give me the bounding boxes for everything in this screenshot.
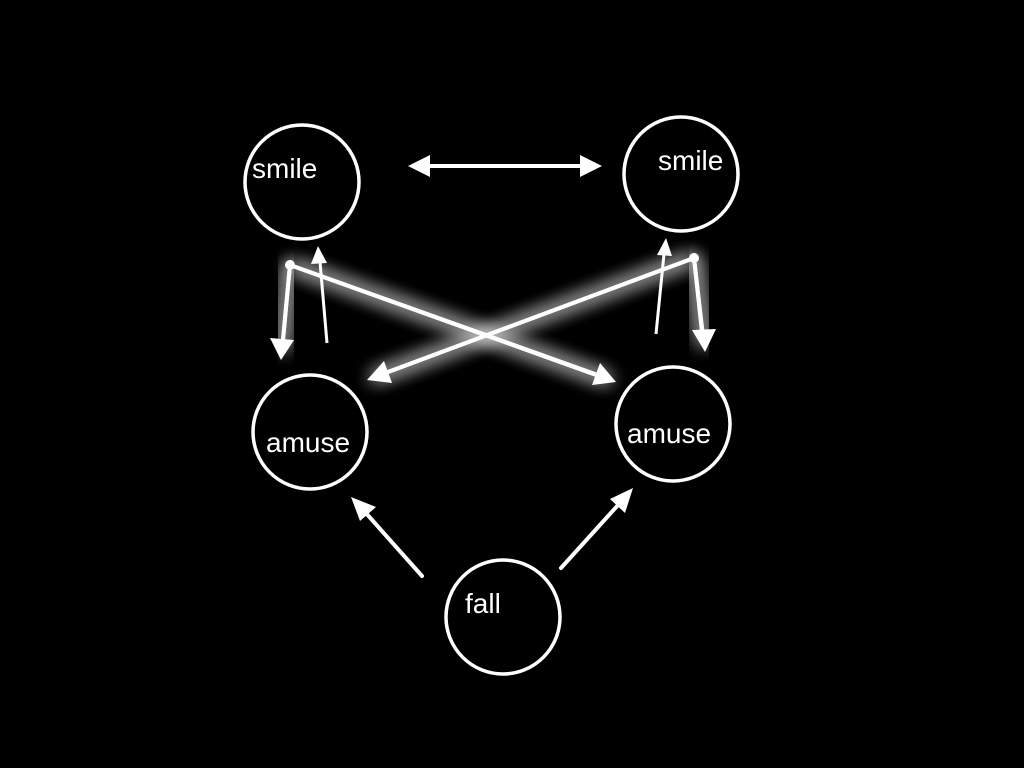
arrowhead-left-icon (408, 155, 430, 177)
node-smile-left: smile (243, 123, 361, 241)
arrowhead-down-icon (270, 338, 294, 360)
node-amuse-left: amuse (251, 373, 369, 491)
edge-smile-right-to-amuse-left (367, 256, 696, 383)
edge-smile-right-to-amuse-right (692, 256, 716, 352)
edge-smile-left-to-amuse-left (270, 263, 294, 360)
node-fall: fall (444, 558, 562, 676)
arrowhead-up-left-icon (351, 497, 376, 521)
node-label: amuse (627, 418, 711, 449)
arrowhead-up-icon (657, 238, 672, 256)
arrowhead-right-icon (592, 363, 616, 385)
node-label: fall (465, 588, 501, 619)
junction-dot (285, 260, 295, 270)
node-smile-right: smile (622, 115, 740, 233)
edge-amuse-left-to-smile-left (311, 246, 329, 344)
arrowhead-right-icon (580, 155, 602, 177)
edge-amuse-right-to-smile-right (654, 238, 672, 335)
node-label: smile (252, 153, 317, 184)
edge-fall-to-amuse-left (351, 497, 424, 578)
arrowhead-up-right-icon (610, 488, 633, 513)
arrowhead-down-icon (692, 329, 716, 352)
node-label: amuse (266, 427, 350, 458)
arrowhead-left-icon (367, 361, 392, 383)
node-label: smile (658, 145, 723, 176)
junction-dot (689, 253, 699, 263)
edge-smile-left-to-amuse-right (288, 263, 616, 385)
node-amuse-right: amuse (614, 365, 732, 483)
edge-smile-smile-bidirectional (408, 155, 602, 177)
edge-fall-to-amuse-right (559, 488, 633, 570)
arrowhead-up-icon (311, 246, 327, 264)
